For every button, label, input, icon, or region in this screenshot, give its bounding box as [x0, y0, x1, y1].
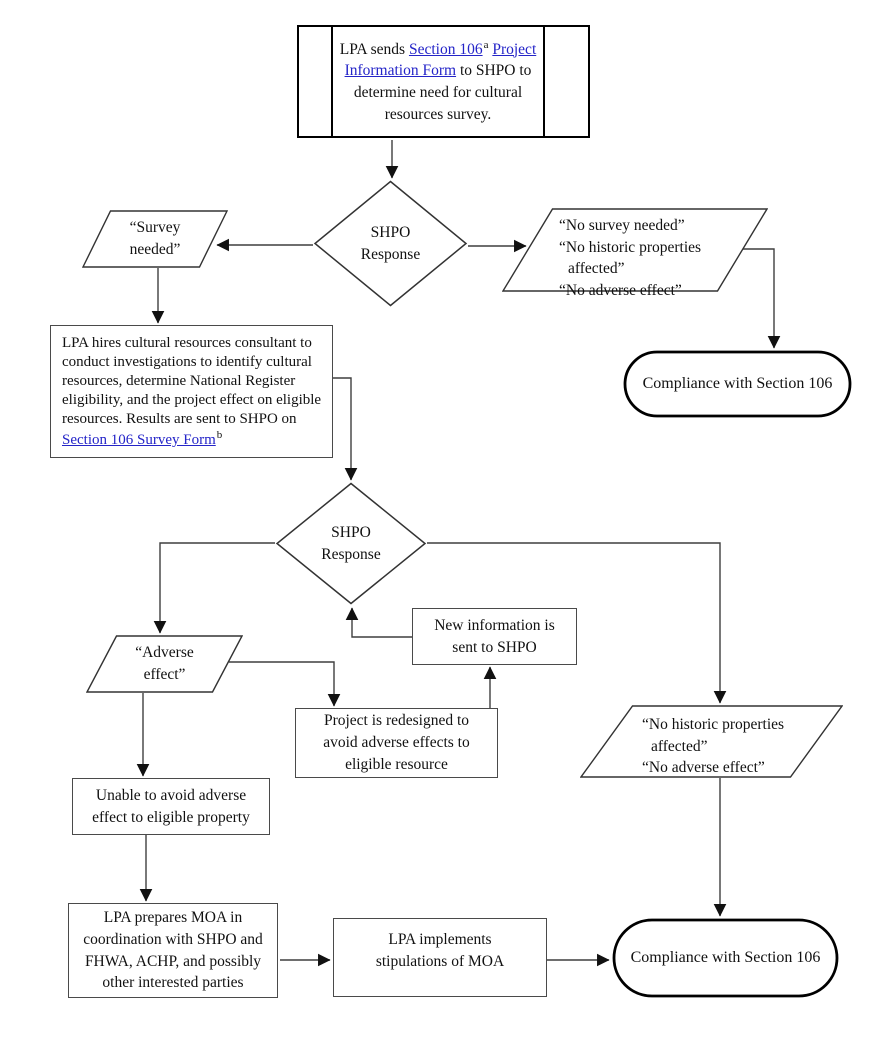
- io-adverse-effect: “Adverse effect”: [86, 635, 243, 693]
- decision-shpo-response-2: SHPO Response: [275, 482, 427, 605]
- decision2-diamond-shape: [275, 482, 427, 605]
- no-historic-parallelogram-shape: [580, 705, 843, 778]
- process-unable-box: Unable to avoid adverse effect to eligib…: [72, 778, 270, 835]
- connector-new-info-to-decision2: [345, 607, 412, 638]
- redesign-label: Project is redesigned to avoid adverse e…: [323, 712, 470, 773]
- io-survey-needed: “Survey needed”: [82, 210, 228, 268]
- section-106-survey-form-link[interactable]: Section 106 Survey Form: [62, 432, 216, 449]
- terminator-compliance-1: Compliance with Section 106: [623, 350, 852, 418]
- moa-label: LPA prepares MOA in coordination with SH…: [83, 909, 263, 992]
- compliance1-pill-shape: [623, 350, 852, 418]
- start-node-text: LPA sends Section 106a Project Informati…: [335, 27, 541, 136]
- predefined-process-left-bar: [331, 27, 333, 136]
- adverse-parallelogram-shape: [86, 635, 243, 693]
- process-new-info-box: New information is sent to SHPO: [412, 608, 577, 665]
- consultant-text-before: LPA hires cultural resources consultant …: [62, 335, 322, 428]
- terminator-compliance-2: Compliance with Section 106: [612, 918, 839, 998]
- consultant-text: LPA hires cultural resources consultant …: [51, 326, 332, 457]
- no-survey-line-1: “No survey needed”: [559, 217, 685, 234]
- decision1-diamond-shape: [313, 180, 468, 307]
- footnote-a: a: [483, 38, 489, 51]
- process-moa-box: LPA prepares MOA in coordination with SH…: [68, 903, 278, 998]
- no-survey-parallelogram-shape: [502, 208, 768, 292]
- no-survey-line-2: “No historic properties affected”: [559, 238, 702, 278]
- no-historic-line-2: “No adverse effect”: [642, 759, 765, 777]
- start-text-before: LPA sends: [339, 40, 409, 58]
- process-consultant-box: LPA hires cultural resources consultant …: [50, 325, 333, 458]
- implement-label: LPA implements stipulations of MOA: [375, 931, 505, 970]
- project-information-form-link[interactable]: Project Information Form: [344, 40, 537, 80]
- no-survey-line-3: “No adverse effect”: [559, 282, 682, 300]
- survey-needed-parallelogram-shape: [82, 210, 228, 268]
- unable-label: Unable to avoid adverse effect to eligib…: [92, 786, 250, 826]
- no-historic-line-1: “No historic properties affected”: [642, 716, 785, 755]
- start-predefined-process-box: LPA sends Section 106a Project Informati…: [297, 25, 590, 138]
- decision1-label: SHPO Response: [360, 223, 421, 263]
- predefined-process-right-bar: [543, 27, 545, 136]
- no-historic-label: “No historic properties affected” “No ad…: [580, 705, 843, 778]
- section-106-link[interactable]: Section 106: [408, 40, 483, 58]
- new-info-label: New information is sent to SHPO: [434, 616, 555, 656]
- decision-shpo-response-1: SHPO Response: [313, 180, 468, 307]
- process-redesign-box: Project is redesigned to avoid adverse e…: [295, 708, 498, 778]
- io-no-survey-needed: “No survey needed” “No historic properti…: [502, 208, 768, 299]
- compliance1-label: Compliance with Section 106: [642, 374, 833, 392]
- process-implement-box: LPA implements stipulations of MOA: [333, 918, 547, 997]
- adverse-label: “Adverse effect”: [135, 644, 194, 683]
- decision2-label: SHPO Response: [321, 523, 381, 563]
- connector-adverse-to-redesign: [229, 661, 341, 707]
- compliance2-label: Compliance with Section 106: [630, 948, 821, 966]
- no-survey-label: “No survey needed” “No historic properti…: [502, 208, 768, 299]
- survey-needed-label: “Survey needed”: [129, 219, 181, 258]
- io-no-historic-properties: “No historic properties affected” “No ad…: [580, 705, 843, 778]
- connector-consultant-to-decision2: [333, 377, 358, 481]
- footnote-b: b: [216, 429, 223, 442]
- connector-decision2-to-adverse: [153, 542, 275, 634]
- compliance2-pill-shape: [612, 918, 839, 998]
- start-text-after: to SHPO to determine need for cultural r…: [353, 62, 532, 123]
